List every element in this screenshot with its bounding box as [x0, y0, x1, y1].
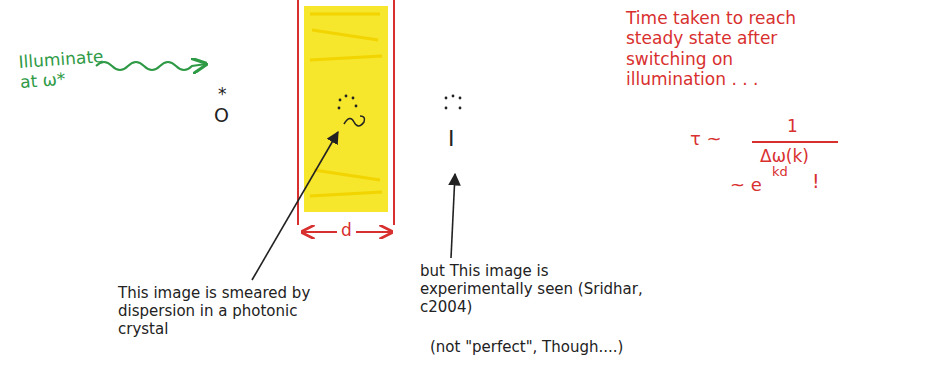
illumination-wave: [96, 62, 206, 70]
annotation-note: but This image is experimentally seen (S…: [420, 262, 645, 316]
slab-hatching: [310, 14, 382, 196]
formula-text: 1: [787, 116, 798, 136]
slab-edge: [297, 0, 299, 225]
formula-text: Δω(k): [760, 146, 809, 166]
formula-text: ~ e: [730, 174, 762, 196]
dimension-arrow: [356, 231, 392, 233]
illumination-note: Illuminate at ω*: [18, 45, 121, 93]
time-note: Time taken to reach steady state after s…: [626, 8, 816, 90]
annotation-note: (not "perfect", Though....): [430, 338, 670, 356]
image-label: I: [448, 126, 455, 152]
image-dots: [445, 95, 462, 110]
smeared-image: [344, 116, 365, 126]
object-label: O: [214, 104, 229, 127]
formula-text: kd: [772, 164, 788, 180]
fraction-bar: [752, 141, 838, 143]
smeared-image: [338, 95, 358, 110]
formula-text: !: [812, 170, 820, 193]
leader-arrow: [252, 132, 338, 280]
object-star: *: [218, 84, 227, 104]
crystal-slab: [304, 6, 388, 212]
leader-arrow: [451, 174, 455, 258]
dimension-arrow: [302, 231, 337, 233]
dimension-label: d: [341, 220, 352, 240]
annotation-note: This image is smeared by dispersion in a…: [118, 284, 318, 338]
slab-edge: [393, 0, 395, 225]
formula-text: τ ~: [690, 128, 722, 150]
